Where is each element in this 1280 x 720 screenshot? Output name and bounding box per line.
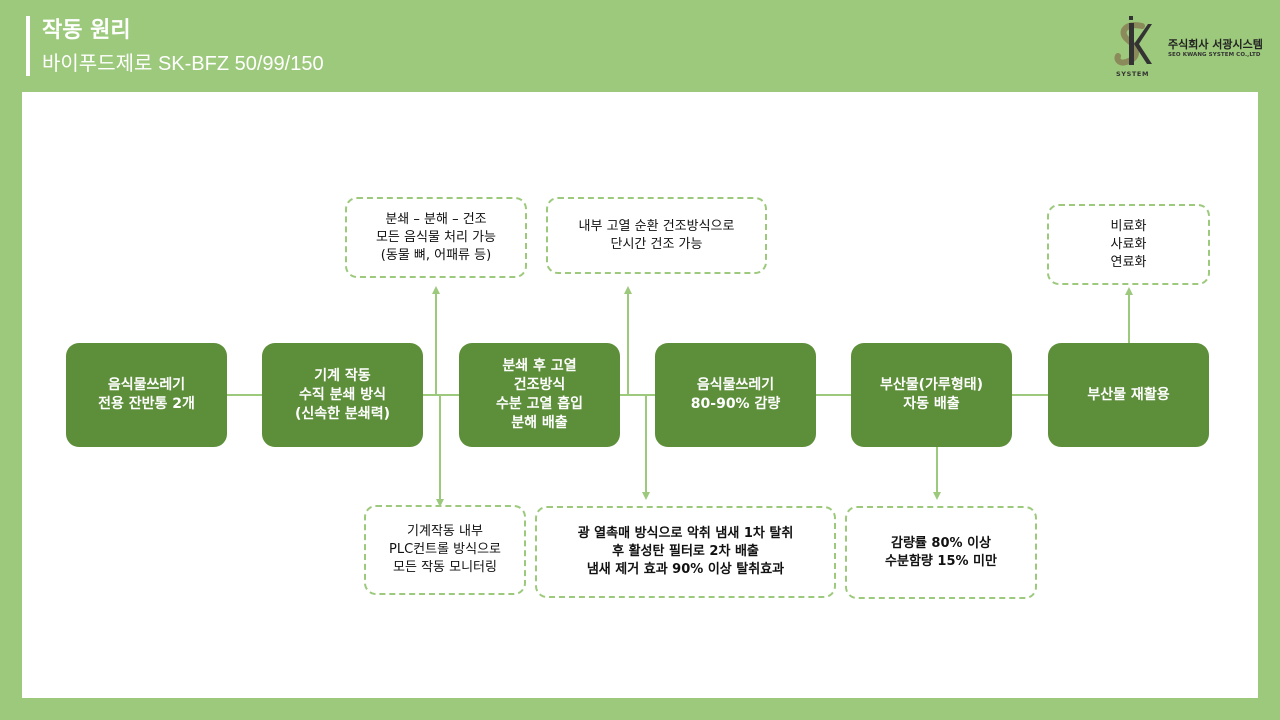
page-title: 작동 원리 xyxy=(42,18,131,43)
logo-company-english: SEO KWANG SYSTEM CO.,LTD xyxy=(1168,52,1261,58)
note-recycle-uses: 비료화 사료화 연료화 xyxy=(1047,204,1210,285)
sk-logo-icon xyxy=(1114,16,1152,66)
step-byproduct-discharge: 부산물(가루형태) 자동 배출 xyxy=(851,343,1012,447)
company-logo: 주식회사 서광시스템 SEO KWANG SYSTEM CO.,LTD SYST… xyxy=(1112,12,1272,82)
header-accent-bar xyxy=(26,16,30,76)
step-food-waste-bins: 음식물쓰레기 전용 잔반통 2개 xyxy=(66,343,227,447)
step-byproduct-recycle: 부산물 재활용 xyxy=(1048,343,1209,447)
note-crush-process: 분쇄 – 분해 – 건조 모든 음식물 처리 가능 (동물 뼈, 어패류 등) xyxy=(345,197,527,278)
note-odor-removal: 광 열촉매 방식으로 악취 냄새 1차 탈취 후 활성탄 필터로 2차 배출 냄… xyxy=(535,506,836,598)
note-plc-control: 기계작동 내부 PLC컨트롤 방식으로 모든 작동 모니터링 xyxy=(364,505,526,595)
note-reduction-rate: 감량률 80% 이상 수분함량 15% 미만 xyxy=(845,506,1037,599)
step-volume-reduction: 음식물쓰레기 80-90% 감량 xyxy=(655,343,816,447)
page-subtitle: 바이푸드제로 SK-BFZ 50/99/150 xyxy=(42,53,324,75)
step-machine-operation: 기계 작동 수직 분쇄 방식 (신속한 분쇄력) xyxy=(262,343,423,447)
logo-system-label: SYSTEM xyxy=(1116,70,1150,78)
note-dry-method: 내부 고열 순환 건조방식으로 단시간 건조 가능 xyxy=(546,197,767,274)
step-crush-dry: 분쇄 후 고열 건조방식 수분 고열 흡입 분해 배출 xyxy=(459,343,620,447)
logo-company-name: 주식회사 서광시스템 xyxy=(1168,38,1263,51)
